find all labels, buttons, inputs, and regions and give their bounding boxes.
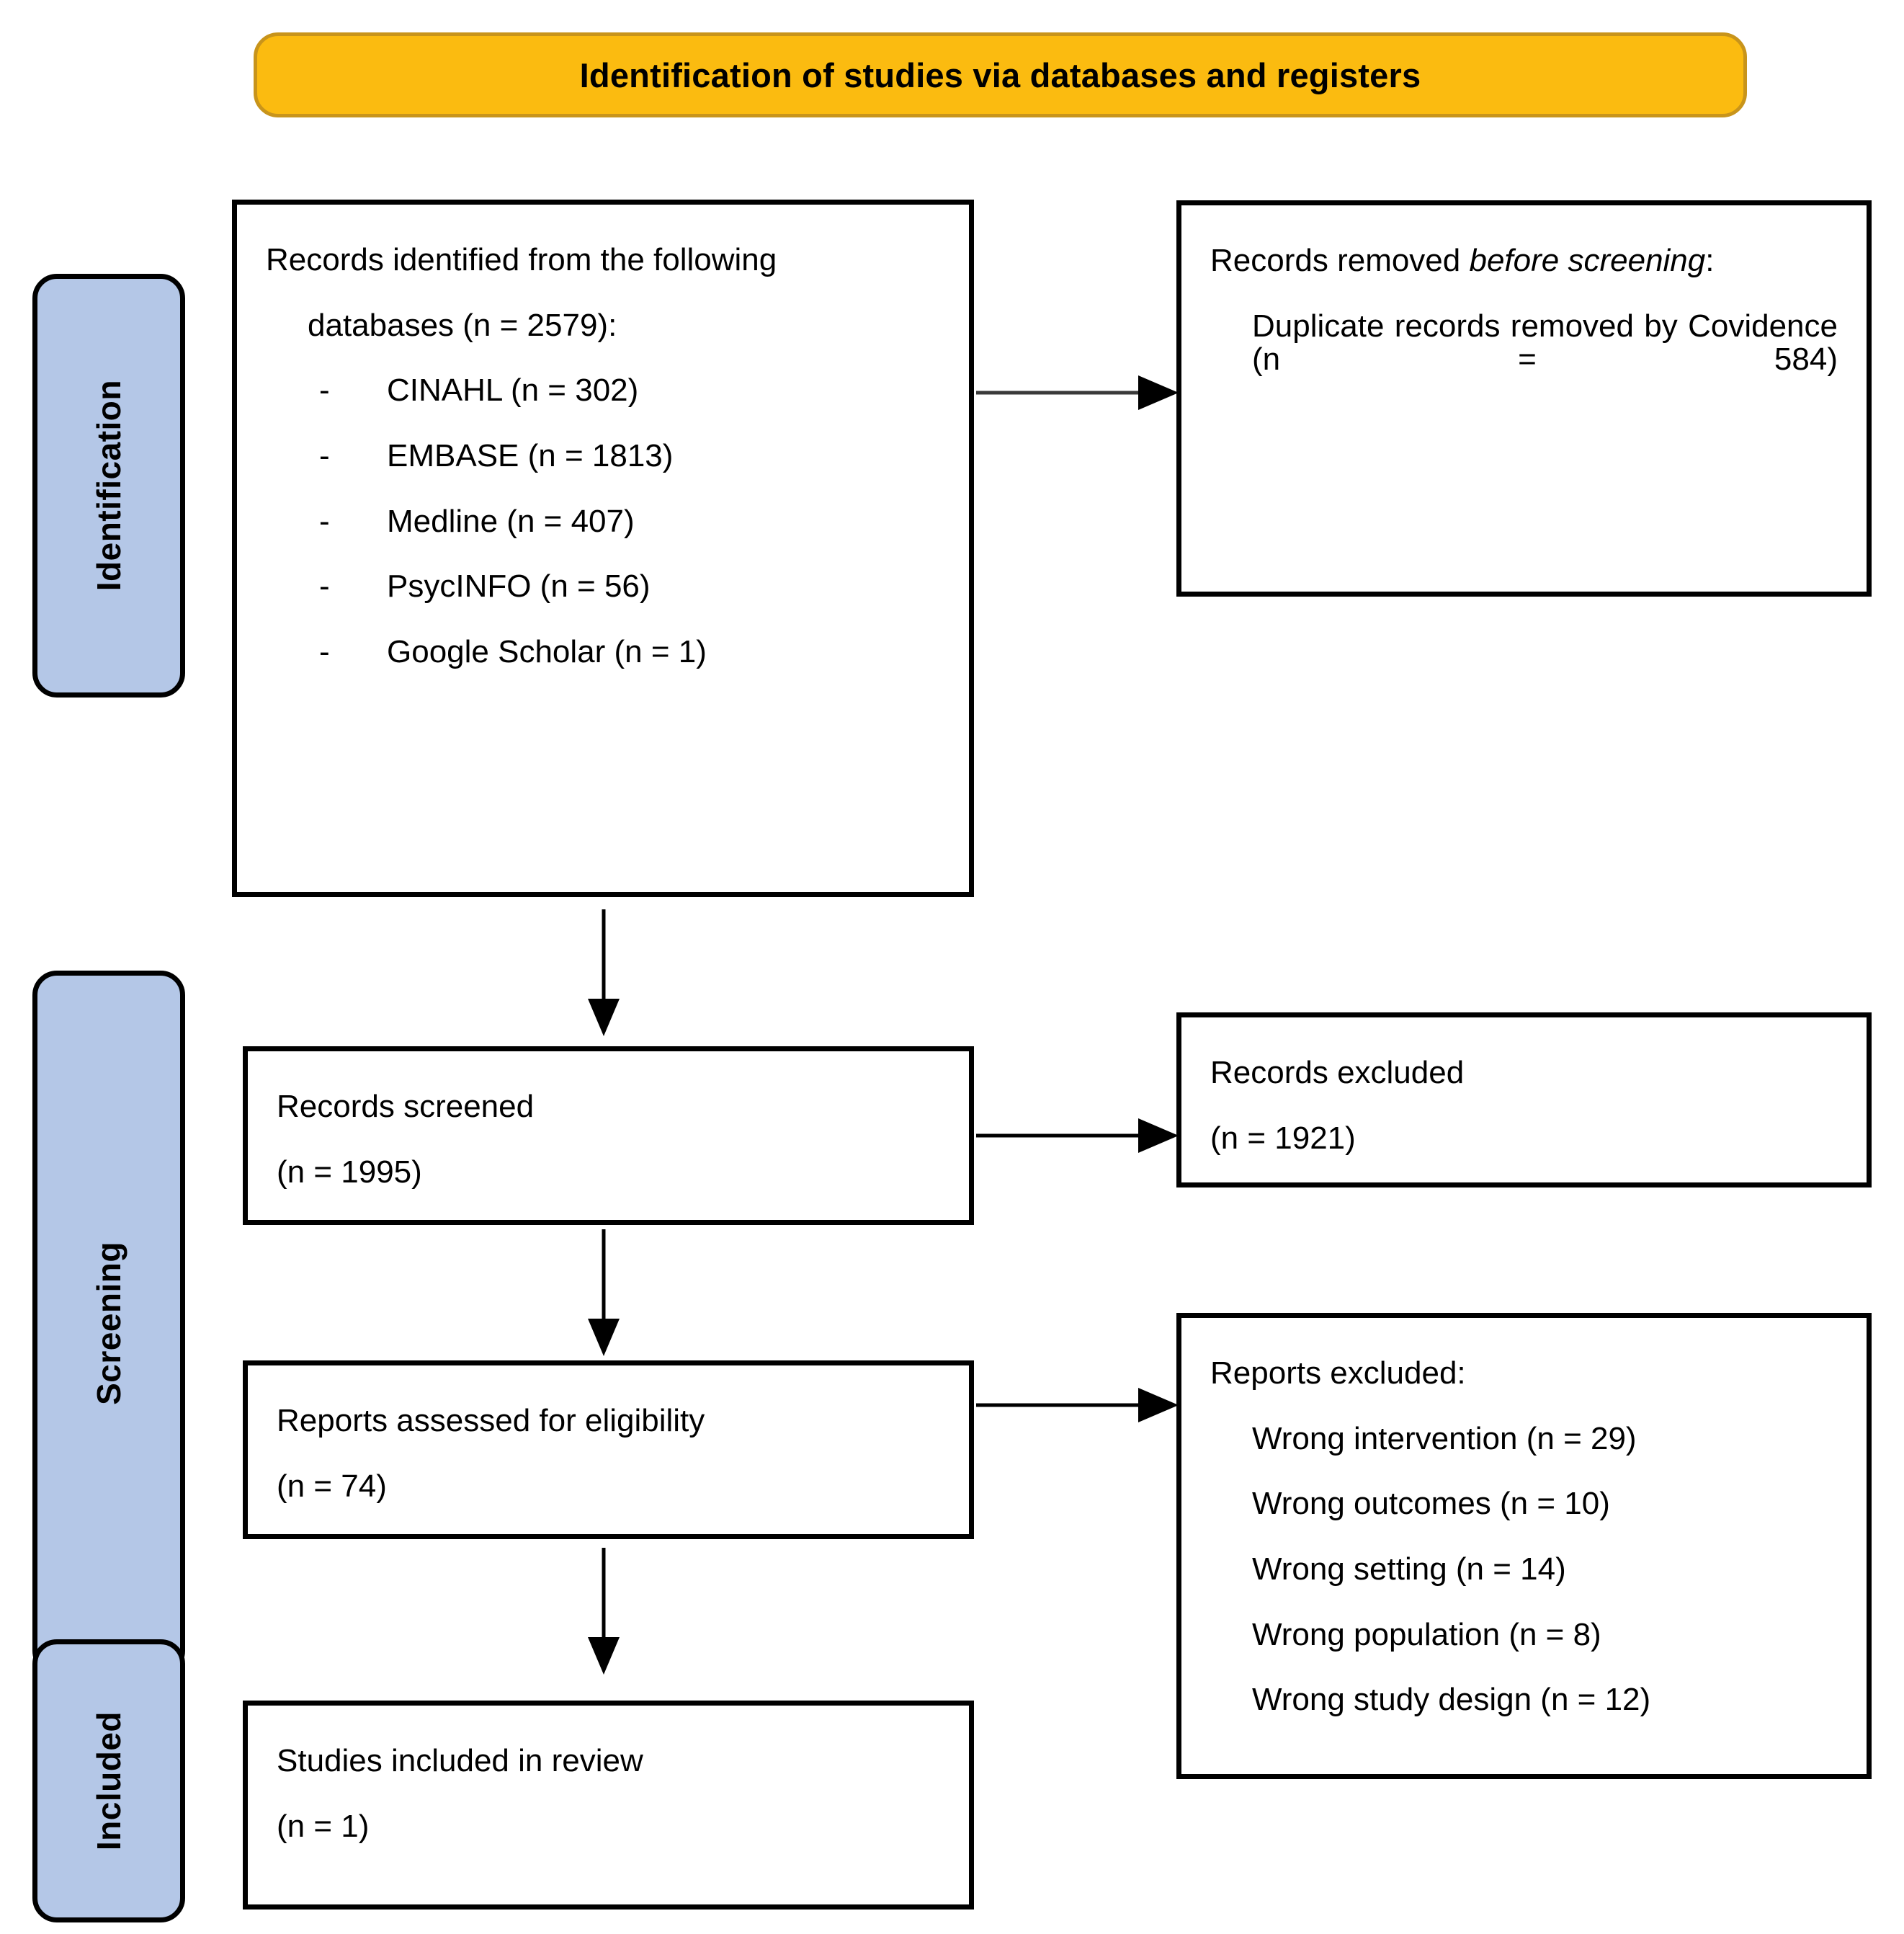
- list-item: Wrong study design (n = 12): [1252, 1682, 1651, 1718]
- stage-tab-included-label: Included: [90, 1711, 128, 1851]
- stage-tab-included: Included: [32, 1639, 185, 1922]
- list-item: Wrong population (n = 8): [1252, 1616, 1601, 1652]
- studies-included-count: (n = 1): [277, 1808, 370, 1844]
- records-removed-heading-italic: before screening: [1469, 243, 1706, 278]
- database-label: Google Scholar (n = 1): [387, 633, 707, 669]
- arrow-down-screened-to-eligibility: [584, 1229, 624, 1356]
- arrow-right-eligibility-to-reports-excluded: [976, 1385, 1179, 1425]
- bullet-dash: -: [319, 373, 330, 409]
- diagram-header-banner: Identification of studies via databases …: [254, 32, 1747, 117]
- stage-tab-screening-label: Screening: [90, 1241, 128, 1405]
- list-item: - PsycINFO (n = 56): [266, 569, 940, 605]
- reports-assessed-line1: Reports assessed for eligibility: [277, 1403, 705, 1438]
- stage-tab-screening: Screening: [32, 971, 185, 1675]
- bullet-dash: -: [319, 503, 330, 539]
- banner-title: Identification of studies via databases …: [579, 55, 1421, 94]
- records-identified-line1: Records identified from the following: [266, 242, 777, 277]
- records-screened-count: (n = 1995): [277, 1154, 422, 1190]
- stage-tab-identification-label: Identification: [90, 380, 128, 592]
- bullet-dash: -: [319, 569, 330, 605]
- box-records-removed: Records removed before screening: Duplic…: [1176, 200, 1872, 597]
- list-item: Wrong setting (n = 14): [1252, 1551, 1566, 1587]
- list-item: - Medline (n = 407): [266, 503, 940, 539]
- database-label: Medline (n = 407): [387, 503, 635, 539]
- box-reports-assessed-for-eligibility: Reports assessed for eligibility (n = 74…: [243, 1360, 974, 1539]
- records-excluded-count: (n = 1921): [1210, 1120, 1356, 1156]
- reports-assessed-count: (n = 74): [277, 1468, 387, 1504]
- records-screened-line1: Records screened: [277, 1089, 535, 1124]
- box-studies-included: Studies included in review (n = 1): [243, 1701, 974, 1910]
- box-reports-excluded: Reports excluded: Wrong intervention (n …: [1176, 1313, 1872, 1779]
- reports-excluded-heading: Reports excluded:: [1210, 1355, 1466, 1391]
- arrow-right-screened-to-records-excluded: [976, 1115, 1179, 1156]
- records-removed-heading-plain: Records removed: [1210, 243, 1470, 278]
- arrow-right-identified-to-removed: [976, 373, 1179, 413]
- records-excluded-line1: Records excluded: [1210, 1055, 1465, 1090]
- database-label: CINAHL (n = 302): [387, 373, 639, 409]
- studies-included-line1: Studies included in review: [277, 1743, 643, 1778]
- arrow-down-identified-to-screened: [584, 909, 624, 1036]
- list-item: - CINAHL (n = 302): [266, 373, 940, 409]
- exclusion-reason-list: Wrong intervention (n = 29) Wrong outcom…: [1210, 1422, 1838, 1717]
- database-list: - CINAHL (n = 302) - EMBASE (n = 1813) -…: [266, 373, 940, 669]
- stage-tab-identification: Identification: [32, 274, 185, 698]
- database-label: EMBASE (n = 1813): [387, 437, 674, 473]
- records-removed-detail: Duplicate records removed by Covidence (…: [1252, 308, 1838, 378]
- database-label: PsycINFO (n = 56): [387, 569, 651, 605]
- list-item: Wrong outcomes (n = 10): [1252, 1486, 1610, 1522]
- list-item: - Google Scholar (n = 1): [266, 633, 940, 669]
- box-records-screened: Records screened (n = 1995): [243, 1046, 974, 1225]
- records-removed-heading-suffix: :: [1705, 243, 1715, 278]
- bullet-dash: -: [319, 437, 330, 473]
- box-records-excluded: Records excluded (n = 1921): [1176, 1012, 1872, 1187]
- records-identified-line2: databases (n = 2579):: [308, 307, 617, 343]
- records-removed-heading: Records removed before screening:: [1210, 244, 1838, 278]
- bullet-dash: -: [319, 633, 330, 669]
- list-item: Wrong intervention (n = 29): [1252, 1420, 1637, 1456]
- arrow-down-eligibility-to-included: [584, 1548, 624, 1675]
- box-records-identified: Records identified from the following da…: [232, 200, 974, 897]
- list-item: - EMBASE (n = 1813): [266, 437, 940, 473]
